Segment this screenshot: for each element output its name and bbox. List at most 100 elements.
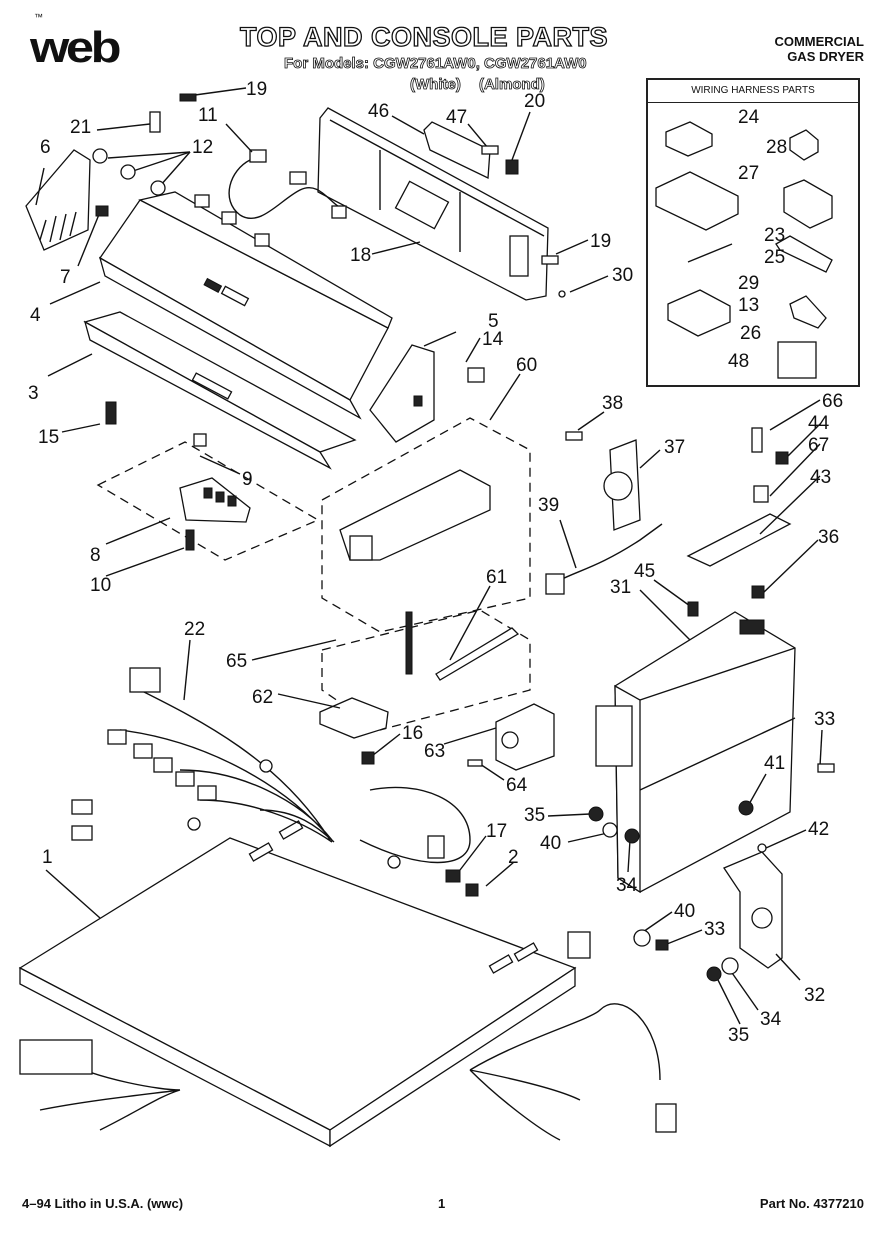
callout-label: 34 (760, 1009, 782, 1030)
callout-label: 28 (766, 137, 788, 158)
callout-label: 35 (524, 805, 546, 826)
callout-label: 62 (252, 687, 274, 708)
bracket-part-32 (723, 851, 783, 969)
callout-label: 33 (814, 709, 836, 730)
wiring-harness-title: WIRING HARNESS PARTS (648, 80, 858, 103)
callout-label: 9 (242, 469, 253, 490)
plate-part-43 (686, 513, 792, 567)
end-cap-part-6 (25, 149, 91, 251)
callout-label: 34 (616, 875, 638, 896)
callout-label: 30 (612, 265, 634, 286)
switch-block-part-8 (179, 477, 251, 523)
callout-label: 16 (402, 723, 424, 744)
callout-label: 40 (674, 901, 696, 922)
callout-label: 2 (508, 847, 519, 868)
dashed-group-60 (321, 417, 531, 633)
dashed-group-8 (96, 441, 320, 561)
callout-label: 18 (350, 245, 372, 266)
burner-housing-part-31 (595, 611, 796, 894)
callout-label: 47 (446, 107, 468, 128)
callout-label: 35 (728, 1025, 750, 1046)
callout-label: 61 (486, 567, 508, 588)
bracket-part-37 (603, 439, 641, 531)
callout-label: 67 (808, 435, 830, 456)
brand-logo: web (30, 23, 121, 72)
callout-label: 6 (40, 137, 51, 158)
callout-label: 36 (818, 527, 840, 548)
console-part-4 (98, 191, 393, 420)
end-cap-part-5 (369, 344, 435, 443)
callout-label: 21 (70, 117, 92, 138)
callout-label: 46 (368, 101, 390, 122)
model-line: For Models: CGW2761AW0, CGW2761AW0 (284, 55, 587, 73)
callout-label: 3 (28, 383, 39, 404)
product-line-2: GAS DRYER (787, 49, 864, 64)
callout-label: 19 (246, 79, 268, 100)
callout-label: 4 (30, 305, 41, 326)
leader-lines (35, 87, 823, 1025)
callout-label: 63 (424, 741, 446, 762)
callout-label: 26 (740, 323, 762, 344)
top-panel-part-1 (18, 820, 577, 1148)
footer-page-number: 1 (438, 1196, 446, 1211)
bracket-part-46 (423, 121, 491, 180)
holder-part-62 (319, 697, 389, 739)
callout-label: 19 (590, 231, 612, 252)
footer-litho: 4–94 Litho in U.S.A. (wwc) (22, 1196, 184, 1211)
product-type: COMMERCIAL GAS DRYER (774, 34, 864, 64)
solenoid-part-63 (495, 703, 555, 771)
fasteners (92, 93, 835, 982)
footer-part-number: Part No. 4377210 (759, 1196, 864, 1211)
callout-label: 48 (728, 351, 750, 372)
callout-label: 13 (738, 295, 760, 316)
callout-label: 31 (610, 577, 632, 598)
callout-label: 37 (664, 437, 686, 458)
bar-part-61 (435, 627, 520, 681)
callout-label: 8 (90, 545, 101, 566)
page-title: TOP AND CONSOLE PARTS (239, 21, 609, 52)
callout-label: 38 (602, 393, 624, 414)
wiring-harness-part-11 (194, 149, 347, 247)
callout-label: 22 (184, 619, 206, 640)
brand-mark: ™ (34, 12, 43, 22)
main-harness-part-22 (71, 667, 471, 869)
callout-label: 12 (192, 137, 214, 158)
callout-label: 41 (764, 753, 786, 774)
callout-label: 32 (804, 985, 826, 1006)
callout-label: 20 (524, 91, 546, 112)
timer-part-60 (339, 469, 491, 561)
callout-label: 25 (764, 247, 786, 268)
dashed-group-65 (321, 609, 531, 731)
lower-harness (19, 931, 677, 1141)
console-base-part-3 (83, 311, 357, 470)
color-line: (White) (Almond) (410, 76, 546, 94)
callout-label: 27 (738, 163, 760, 184)
callout-label: 42 (808, 819, 830, 840)
callout-label: 66 (822, 391, 844, 412)
callout-label: 29 (738, 273, 760, 294)
product-line-1: COMMERCIAL (774, 34, 864, 49)
callout-label: 10 (90, 575, 112, 596)
terminal-part-39 (545, 523, 663, 595)
callout-label: 5 (488, 311, 499, 332)
callout-label: 17 (486, 821, 508, 842)
callout-label: 44 (808, 413, 830, 434)
callout-label: 24 (738, 107, 760, 128)
callout-label: 11 (198, 105, 218, 126)
callout-label: 39 (538, 495, 560, 516)
callout-label: 64 (506, 775, 528, 796)
callout-label: 1 (42, 847, 53, 868)
callout-label: 45 (634, 561, 656, 582)
callout-label: 7 (60, 267, 71, 288)
callout-label: 60 (516, 355, 538, 376)
callout-label: 14 (482, 329, 504, 350)
callout-label: 33 (704, 919, 726, 940)
callout-label: 15 (38, 427, 60, 448)
wiring-harness-parts (655, 121, 833, 379)
knob-part-9 (193, 433, 207, 447)
callout-label: 40 (540, 833, 562, 854)
callout-label: 65 (226, 651, 248, 672)
callout-label: 43 (810, 467, 832, 488)
